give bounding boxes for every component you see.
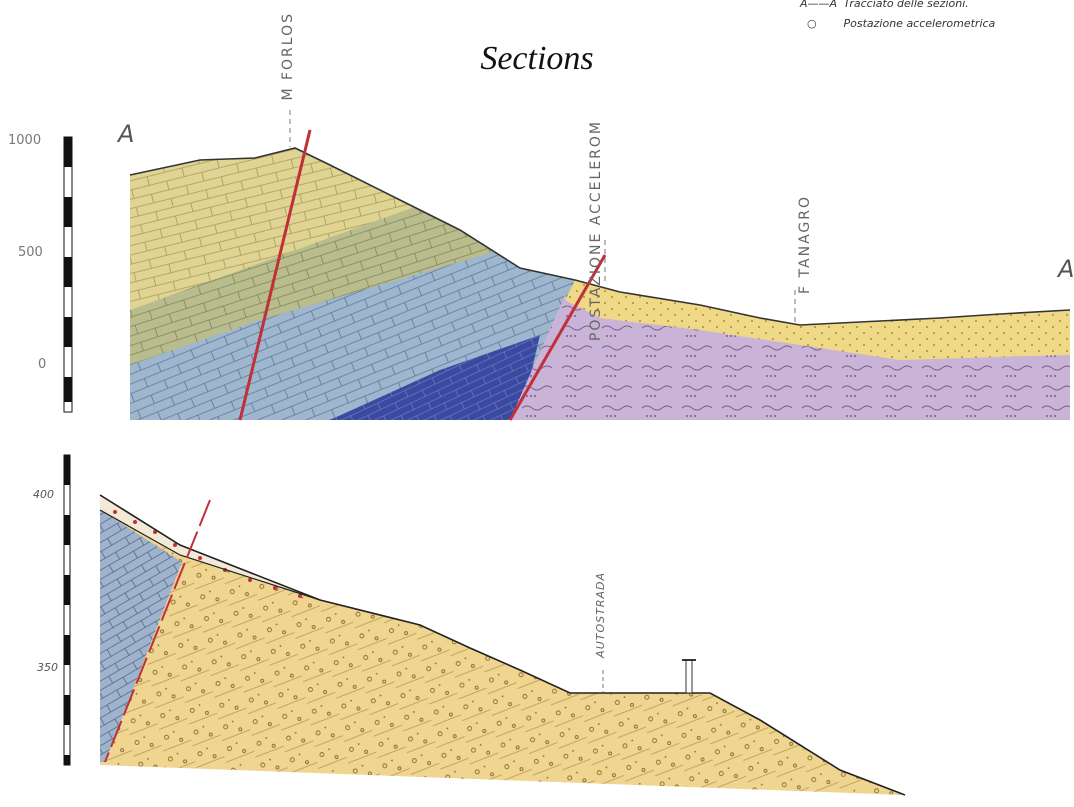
scale-a-tick-1000: 1000 xyxy=(8,133,41,148)
label-postazione-text: POSTAZIONE ACCELEROM xyxy=(588,120,604,341)
label-postazione: POSTAZIONE ACCELEROM xyxy=(588,120,628,341)
label-m-forlos: M FORLOS xyxy=(280,12,296,101)
section-a-start-letter: A xyxy=(118,120,134,148)
scale-a-tick-500: 500 xyxy=(18,245,43,260)
section-a-end-letter: A' xyxy=(1058,255,1074,283)
label-autostrada: AUTOSTRADA xyxy=(594,572,607,658)
label-tanagro: F TANAGRO xyxy=(797,195,813,294)
scale-b-tick-350: 350 xyxy=(37,661,58,674)
scale-a-tick-0: 0 xyxy=(38,357,46,372)
scale-b-tick-400: 400 xyxy=(33,488,54,501)
